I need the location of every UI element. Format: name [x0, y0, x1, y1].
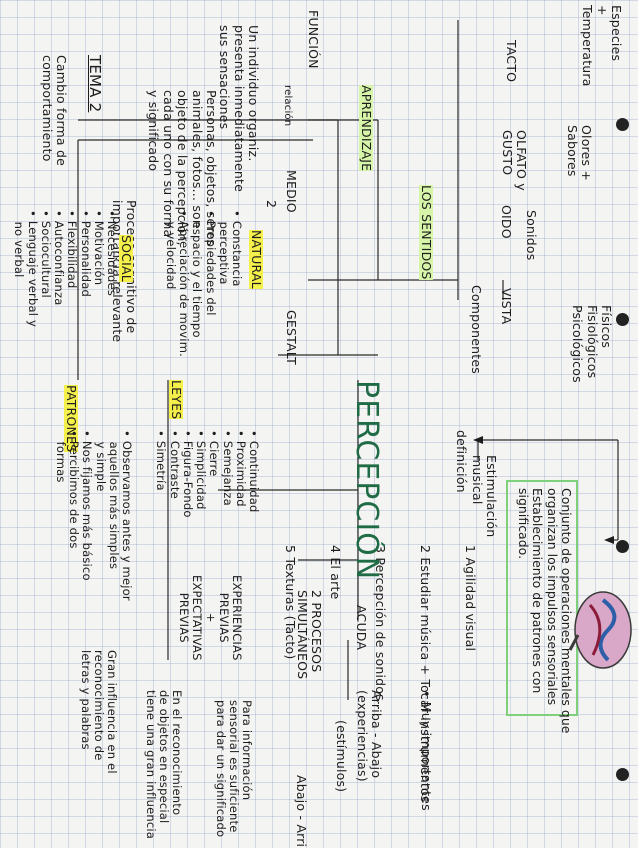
experiencias-previas: EXPERIENCIAS PREVIAS + EXPECTATIVAS PREV… [177, 575, 244, 661]
funcion: FUNCIÓN [306, 10, 321, 69]
sentido-especies: Especies + Temperatura [580, 5, 624, 87]
para-informacion: Para información sensorial es suficiente… [213, 700, 254, 838]
estimulacion-label: Estimulación musical [469, 455, 499, 538]
procesos-simultaneos: 2 PROCESOS SIMULTÁNEOS [294, 590, 324, 680]
natural-items: • Constancia perceptiva • Propiedades de… [163, 210, 244, 357]
medio: MEDIO [284, 170, 299, 213]
estimulacion-item: 1 Agilidad visual [463, 545, 478, 652]
sentido-oido: OIDO [499, 205, 514, 239]
abajo-arriba: Abajo - Arriba [294, 775, 309, 848]
acuda: ACUDA [354, 605, 369, 651]
estimulos: (estímulos) [334, 720, 349, 793]
social-items: • Necesidades • Motivación • Personalida… [12, 210, 119, 327]
los-sentidos: LOS SENTIDOS [418, 185, 434, 280]
gran-influencia: Gran influencia en el reconocimiento de … [78, 650, 119, 774]
leyes-items: • Continuidad • Proximidad • Semejanza •… [154, 430, 261, 518]
main-concept: PERCEPCIÓN [349, 380, 384, 581]
sentido-tacto: TACTO [504, 40, 519, 83]
leyes-label: LEYES [168, 380, 184, 420]
componentes: Componentes [469, 285, 484, 374]
medio-number: 2 [264, 200, 279, 209]
gestalt-label: GESTALT [284, 310, 299, 366]
funcion-text: Un individuo organiz. presenta inmediata… [217, 25, 261, 193]
sentido-olfato: OLFATO y GUSTO [499, 130, 529, 191]
sentido-vista: VISTA [499, 288, 514, 325]
natural-label: NATURAL [248, 230, 264, 289]
relacion: relación [282, 85, 293, 127]
sonidos: Sonidos [524, 210, 539, 261]
arriba-abajo: Arriba - Abajo (experiencias) [354, 690, 384, 782]
aprendizaje: APRENDIZAJE [358, 85, 374, 172]
cambio-text: Cambio forma de comportamiento [39, 55, 69, 166]
reconocimiento: En el reconocimiento de objetos en espec… [143, 690, 184, 840]
page-title: TEMA 2 [86, 55, 104, 113]
social-label: SOCIAL [118, 235, 134, 282]
olores-sabores: Olores + Sabores [564, 125, 594, 182]
factores-list: Físicos Fisiológicos Psicológicos [570, 305, 614, 383]
muy-importantes: • Muy importantes [419, 690, 434, 811]
definicion-label: definición [454, 430, 469, 493]
patrones-items: • Observamos antes y mejor aquellos más … [53, 430, 134, 601]
brain-illustration [568, 591, 632, 669]
